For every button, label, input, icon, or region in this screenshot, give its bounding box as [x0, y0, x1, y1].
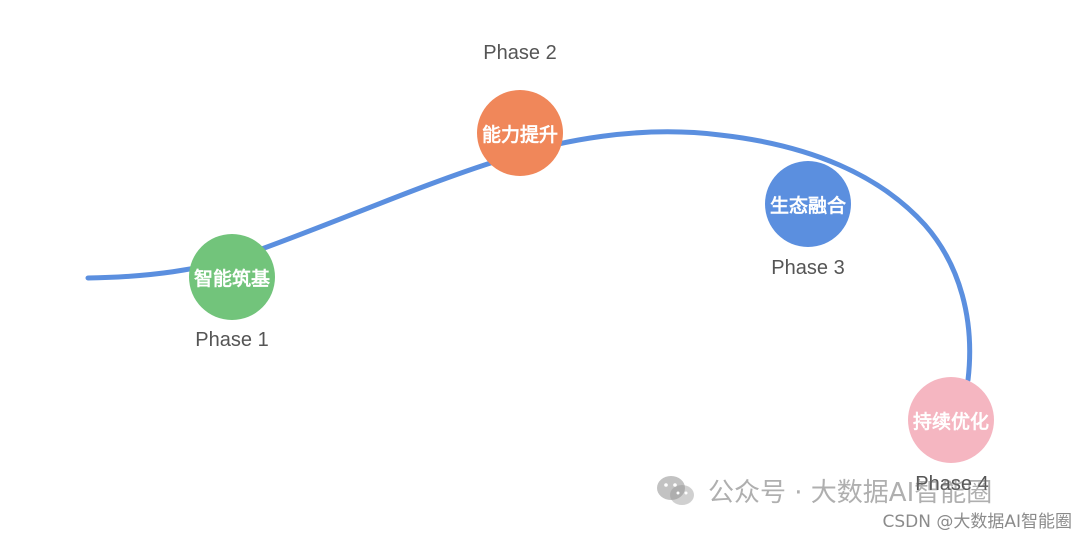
phase-1-label: Phase 1	[195, 329, 269, 351]
phase-4-node: 持续优化	[908, 377, 994, 463]
phase-1-node: 智能筑基	[189, 234, 275, 320]
phase-4-node-text: 持续优化	[912, 410, 989, 433]
phase-2-node: 能力提升	[477, 90, 563, 176]
phase-3-label: Phase 3	[771, 257, 845, 279]
wechat-icon	[657, 475, 694, 505]
phase-3-node: 生态融合	[765, 161, 851, 247]
phase-2-label: Phase 2	[483, 42, 557, 64]
watermark-sub-text: CSDN @大数据AI智能圈	[882, 512, 1072, 532]
phase-3-node-text: 生态融合	[769, 194, 846, 217]
phase-4-label: Phase 4	[915, 473, 989, 495]
watermark-main-text: 公众号 · 大数据AI智能圈	[708, 478, 993, 508]
watermark-main: 公众号 · 大数据AI智能圈	[656, 472, 992, 509]
phase-2-node-text: 能力提升	[481, 123, 558, 146]
phase-1-node-text: 智能筑基	[193, 267, 270, 290]
